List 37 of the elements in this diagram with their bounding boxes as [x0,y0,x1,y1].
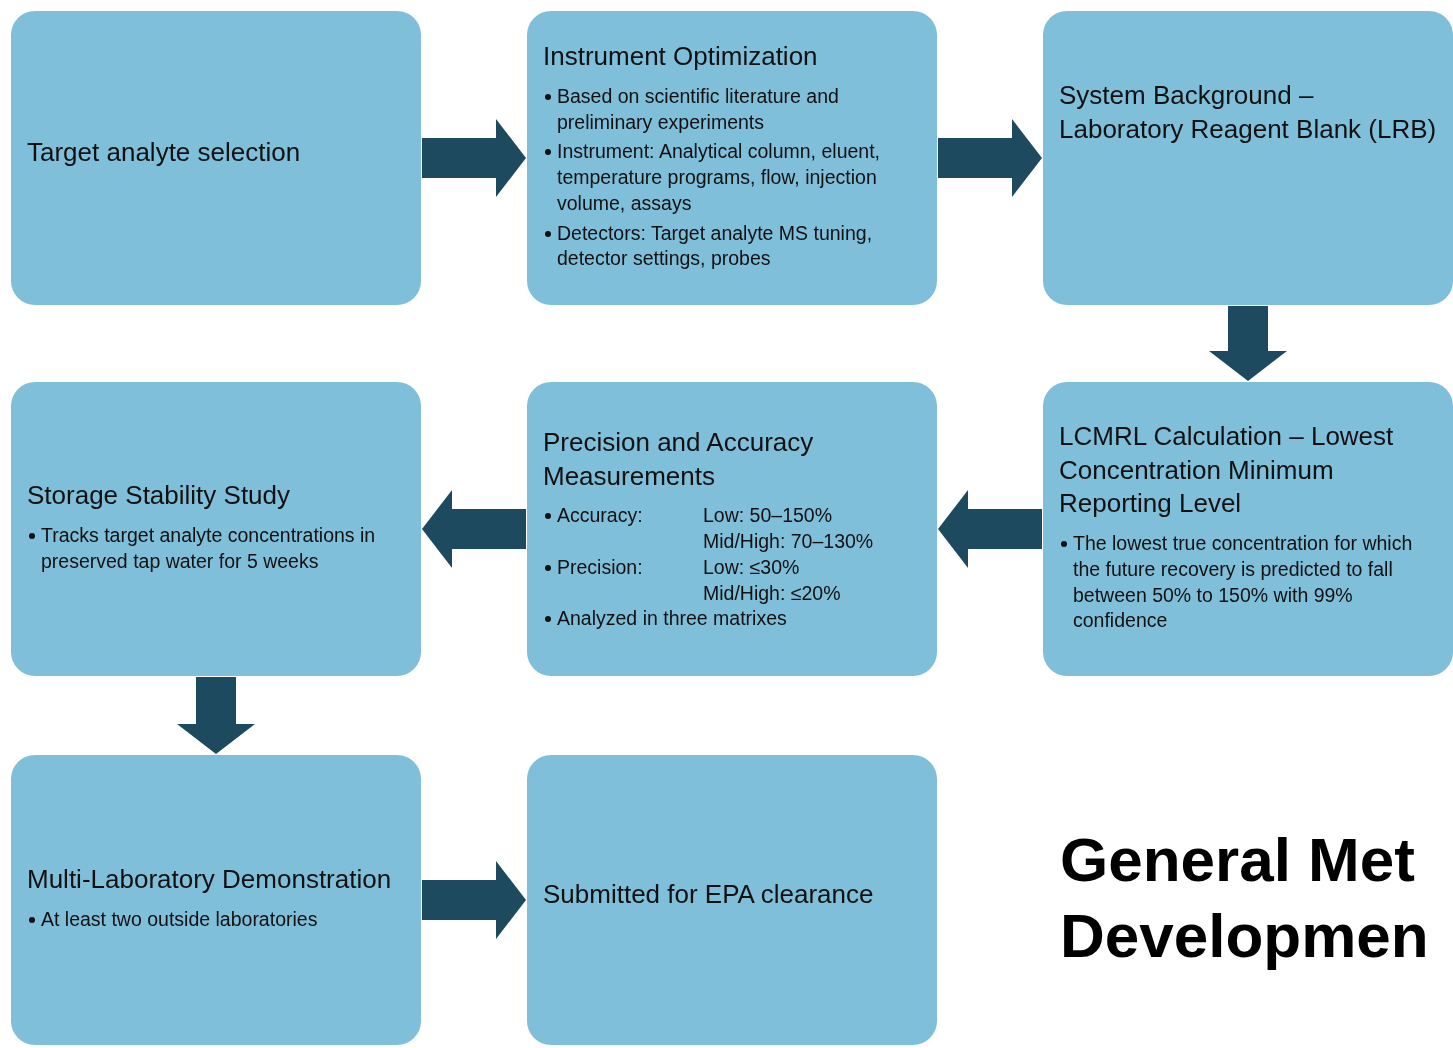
bullet-text: Accuracy: [557,503,643,529]
range-text: Low: ≤30% [703,555,800,578]
block-arrow [422,861,526,939]
block-arrow [422,119,526,197]
process-box [11,382,421,676]
node-title: Precision and Accuracy Measurements [543,425,815,493]
block-arrow [1209,306,1287,381]
node-title: Storage Stability Study [27,479,292,513]
block-arrow [422,490,526,568]
bullet-text: The lowest true concentration for which the future recovery is predicted to fall between 50% to 150% with 99% confidence [1073,531,1414,634]
block-arrow [177,677,255,754]
node-title: Target analyte selection [27,136,302,170]
process-box [527,382,937,676]
bullet-text: Detectors: Target analyte MS tuning, detector settings, probes [557,220,874,272]
bullet-text: Instrument: Analytical column, eluent, temperature programs, flow, injection volume, assays [557,139,881,216]
bullet-text: Tracks target analyte concentrations in preserved tap water for 5 weeks [41,523,377,574]
range-text: Mid/High: 70–130% [703,530,874,553]
range-text: Low: 50–150% [703,504,833,527]
node-title: Multi-Laboratory Demonstration [27,863,393,897]
node-title: Submitted for EPA clearance [543,878,875,912]
block-arrow [938,119,1042,197]
bullet-text: Precision: [557,554,643,580]
process-box [1043,11,1453,305]
range-text: Mid/High: ≤20% [703,581,841,604]
process-box [527,11,937,305]
node-title: Instrument Optimization [543,40,819,74]
node-title: System Background – Laboratory Reagent Blank (LRB) [1059,79,1437,146]
node-title: LCMRL Calculation – Lowest Concentration Minimum Reporting Level [1059,419,1395,521]
process-box [1043,382,1453,676]
process-box [527,755,937,1045]
bullet-text: Analyzed in three matrixes [557,606,787,632]
bullet-text: Based on scientific literature and preliminary experiments [557,83,840,135]
block-arrow [938,490,1042,568]
bullet-text: At least two outside laboratories [41,907,318,933]
process-box [11,11,421,305]
process-box [11,755,421,1045]
diagram-title: General Met Developmen [1060,824,1430,972]
